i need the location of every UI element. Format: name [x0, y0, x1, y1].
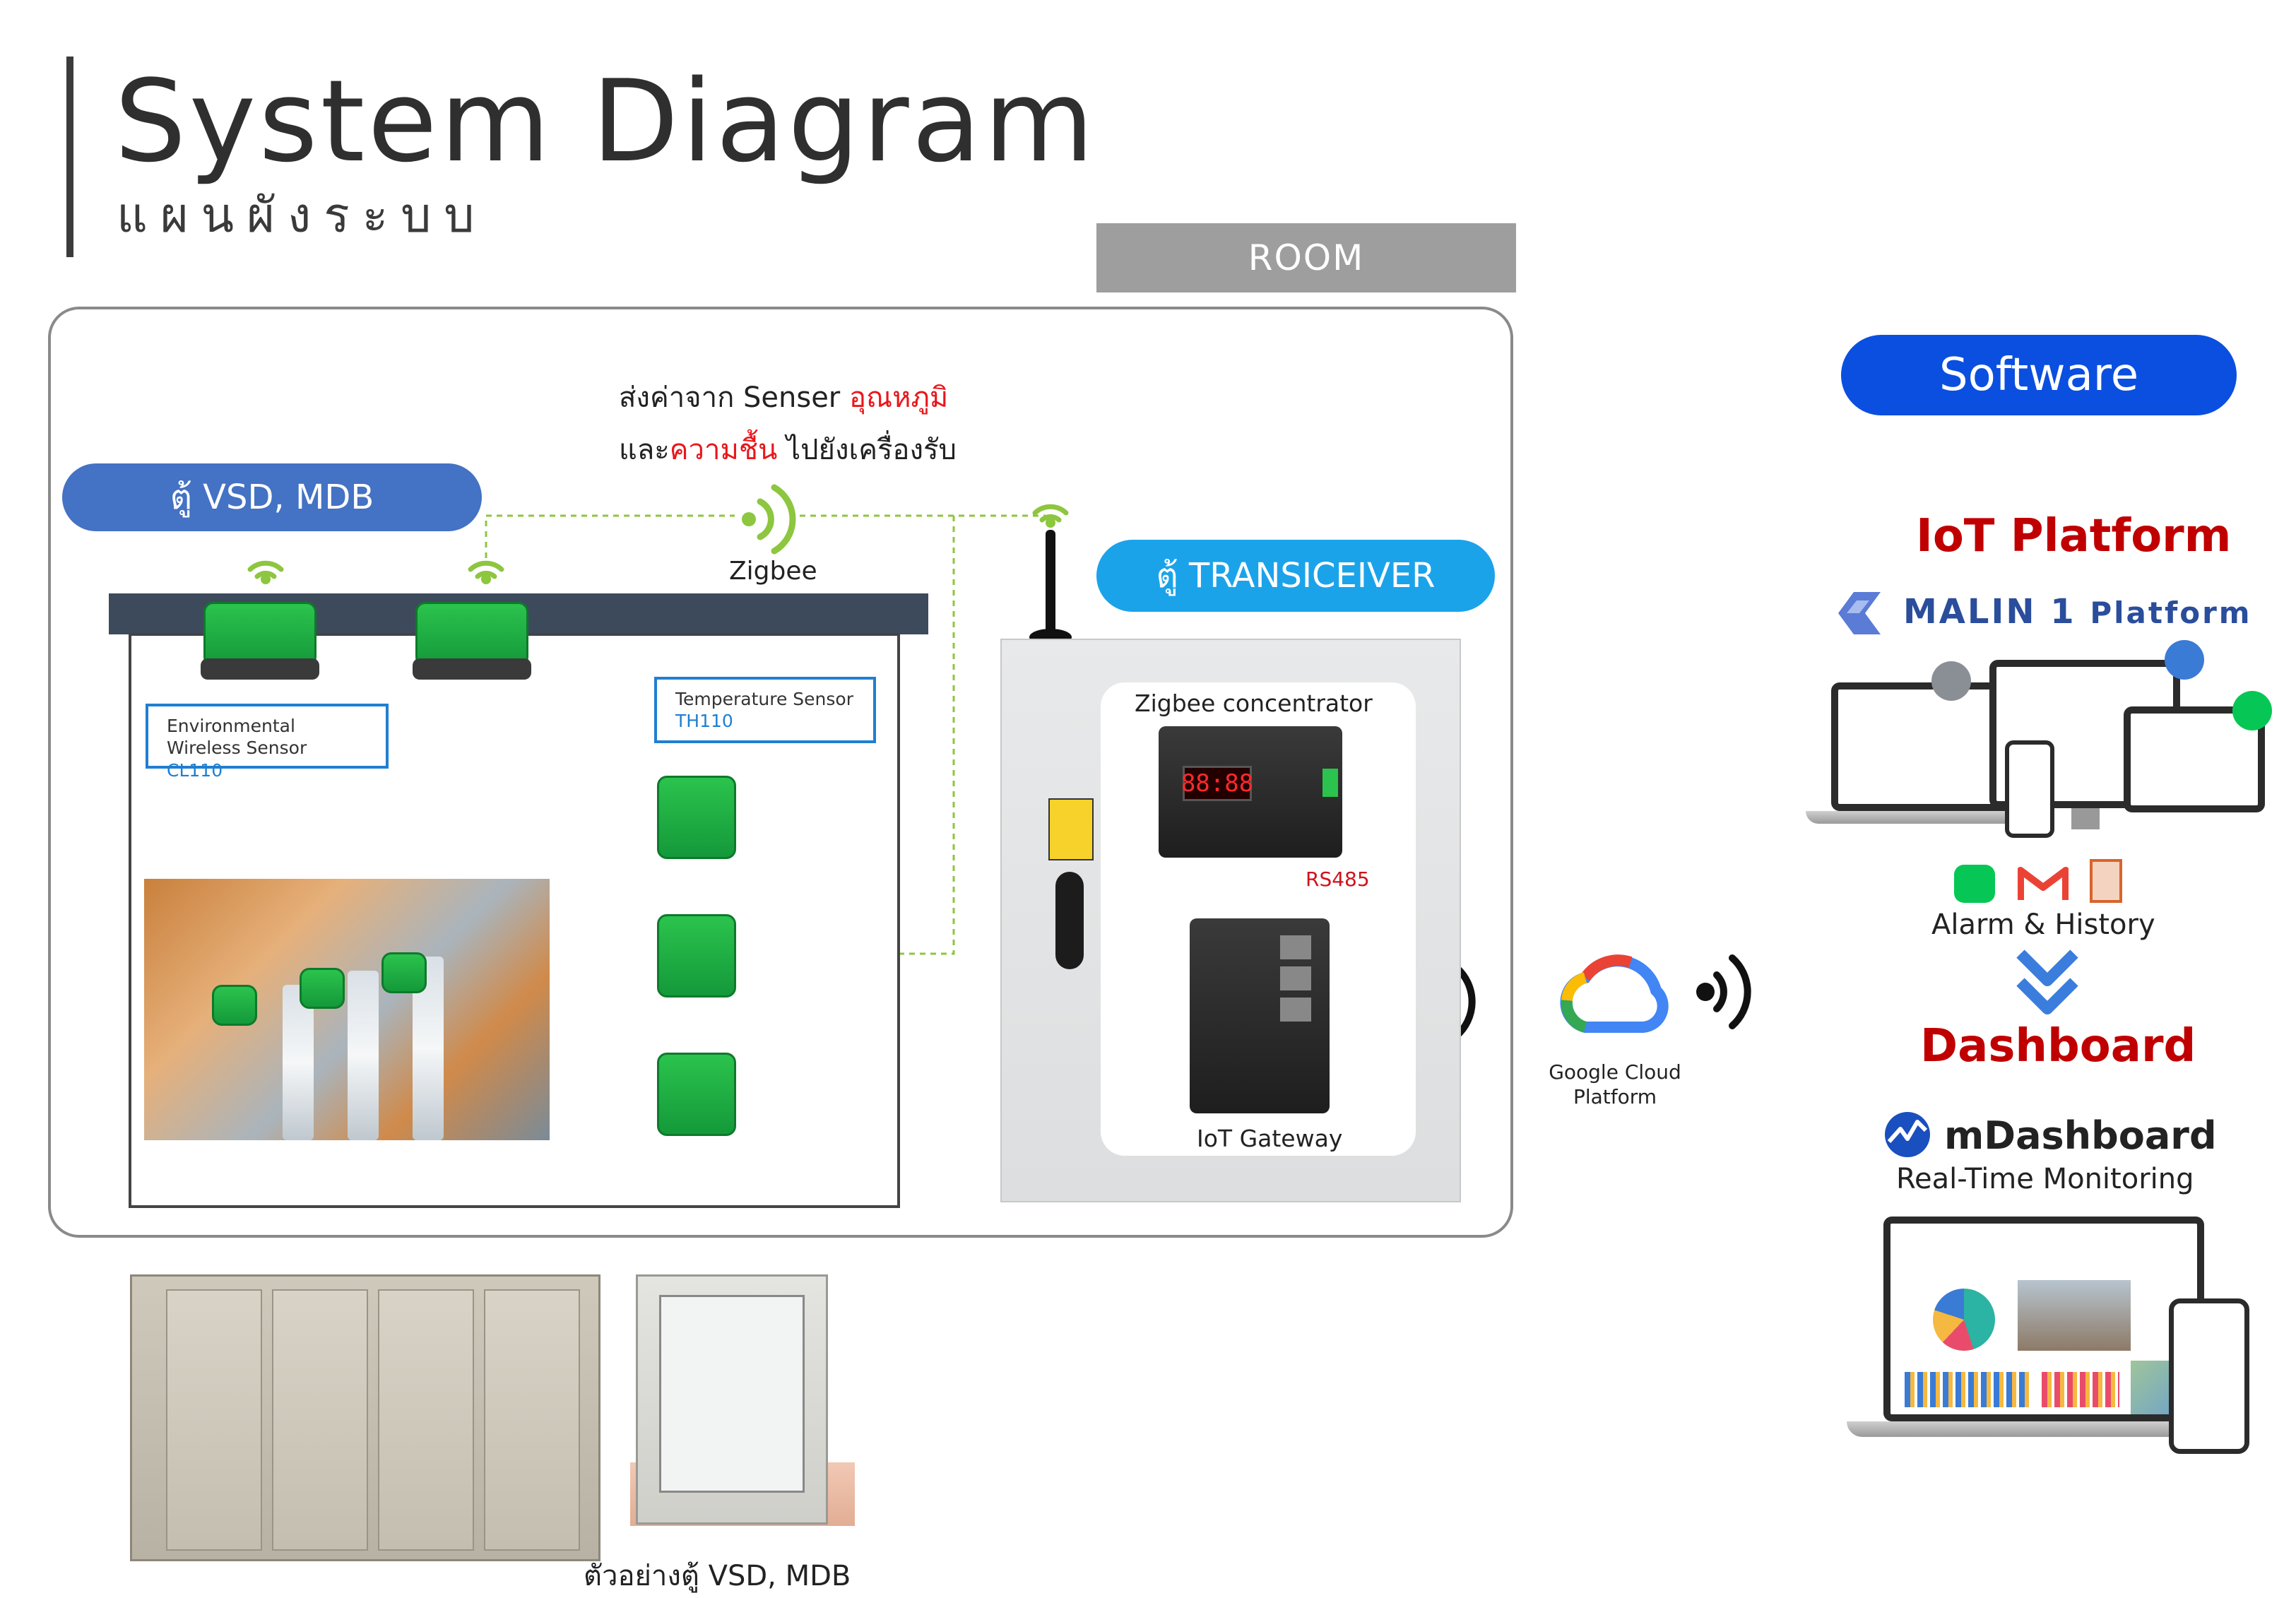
note-text: และ: [619, 434, 670, 466]
note-text: ไปยังเครื่องรับ: [777, 434, 957, 466]
wifi-icon: [1032, 504, 1069, 523]
sensor-on-busbar: [212, 985, 257, 1026]
malin-suffix: Platform: [2090, 596, 2252, 630]
page-title: System Diagram: [114, 55, 1097, 187]
line-app-icon: [1954, 865, 1995, 903]
zigbee-signal-icon: [757, 484, 796, 555]
dashboard-phone-screen: [2169, 1298, 2249, 1454]
busbar-photo: [144, 879, 550, 1140]
dashboard-laptop-screen: [1883, 1217, 2204, 1421]
label-text: Temperature Sensor: [675, 689, 854, 709]
mdb-cabinet-photo: [130, 1274, 600, 1561]
label-text-line: Wireless Sensor CL110: [167, 737, 367, 781]
settings-sliders-icon: [1931, 661, 1971, 701]
email-icon: [2165, 640, 2204, 680]
environmental-sensor-label: Environmental Wireless Sensor CL110: [146, 704, 389, 781]
status-led: [1322, 769, 1338, 797]
transceiver-pill: ตู้ TRANSICEIVER: [1096, 540, 1495, 612]
example-caption: ตัวอย่างตู้ VSD, MDB: [584, 1560, 851, 1592]
panel-door-handle[interactable]: [1055, 872, 1084, 969]
alarm-history-label: Alarm & History: [1931, 909, 2155, 941]
concentrator-display: 88:88: [1181, 766, 1253, 801]
malin-platform-logo: MALIN 1 Platform: [1903, 592, 2252, 632]
busbar: [283, 985, 314, 1140]
antenna: [1046, 530, 1055, 636]
busbar: [348, 971, 379, 1140]
dashboard-heading: Dashboard: [1920, 1020, 2196, 1072]
dashboard-laptop-base: [1847, 1421, 2242, 1437]
wifi-icon: [247, 560, 284, 579]
danger-warning-icon: [1048, 798, 1094, 860]
google-cloud-label: Google Cloud Platform: [1530, 1060, 1700, 1109]
label-text: Platform: [1573, 1085, 1657, 1108]
vsd-cabinet-photo: [636, 1274, 828, 1525]
wifi-icon: [468, 560, 504, 579]
temperature-sensor: [657, 776, 736, 859]
dashboard-bar-chart: [2042, 1372, 2119, 1407]
note-highlight-temperature: อุณหภูมิ: [848, 381, 949, 414]
cabinet-door: [378, 1289, 474, 1551]
temp-sensor-link: [742, 516, 955, 955]
dashboard-pie-chart: [1933, 1289, 1995, 1351]
wifi-dot: [261, 574, 271, 584]
zigbee-label: Zigbee: [729, 557, 817, 586]
malin-name: MALIN 1: [1903, 592, 2076, 632]
phone-screen: [2005, 740, 2054, 838]
iot-gateway: [1190, 918, 1330, 1113]
cabinet-door: [166, 1289, 262, 1551]
wifi-dot: [1046, 518, 1055, 528]
label-text: Environmental: [167, 716, 295, 736]
room-tab: ROOM: [1096, 223, 1516, 292]
note-text: ส่งค่าจาก Senser: [619, 381, 849, 414]
chevron-down-icon: [2016, 949, 2078, 1014]
clipboard-history-icon: [2090, 859, 2122, 903]
sensor-mount: [201, 658, 319, 680]
line-icon: [2232, 691, 2272, 730]
vsd-window: [659, 1295, 805, 1493]
sensor-on-busbar: [300, 968, 345, 1009]
malin-logo-icon: [1833, 586, 1886, 640]
mdashboard-logo-icon: [1882, 1109, 1933, 1160]
google-cloud-icon: [1560, 954, 1669, 1033]
note-highlight-humidity: ความชื้น: [669, 434, 778, 466]
ethernet-port: [1280, 998, 1311, 1022]
real-time-monitoring-label: Real-Time Monitoring: [1896, 1163, 2194, 1195]
label-text: Google Cloud: [1549, 1060, 1681, 1084]
sensor-model: TH110: [675, 711, 733, 732]
cabinet-door: [484, 1289, 580, 1551]
environmental-sensor: [415, 602, 528, 667]
temperature-sensor: [657, 1053, 736, 1136]
iot-gateway-label: IoT Gateway: [1197, 1125, 1343, 1152]
wifi-dot: [481, 574, 491, 584]
sensor-note-line1: ส่งค่าจาก Senser อุณหภูมิ: [619, 374, 948, 420]
vsd-mdb-pill: ตู้ VSD, MDB: [62, 463, 482, 531]
sensor-note-line2: และความชื้น ไปยังเครื่องรับ: [619, 427, 957, 472]
sensor-mount: [413, 658, 531, 680]
iot-platform-heading: IoT Platform: [1916, 510, 2232, 562]
sensor-on-busbar: [381, 952, 427, 993]
label-text: Wireless Sensor: [167, 738, 307, 759]
software-pill: Software: [1841, 335, 2237, 415]
environmental-sensor: [203, 602, 316, 667]
zigbee-concentrator-label: Zigbee concentrator: [1135, 689, 1373, 717]
sensor-model: CL110: [167, 759, 223, 781]
title-accent-bar: [66, 57, 73, 257]
rs485-label: RS485: [1306, 868, 1370, 891]
temperature-sensor: [657, 914, 736, 998]
ethernet-port: [1280, 966, 1311, 990]
cabinet-door: [272, 1289, 368, 1551]
zigbee-concentrator: 88:88: [1159, 726, 1342, 858]
page-subtitle: แผนผังระบบ: [117, 188, 487, 244]
dashboard-bar-chart: [1905, 1372, 2032, 1407]
monitor-stand: [2071, 808, 2100, 829]
temperature-sensor-label: Temperature Sensor TH110: [654, 677, 876, 743]
mdashboard-brand: mDashboard: [1944, 1113, 2217, 1158]
laptop-base: [1806, 811, 2054, 824]
zigbee-link-left: [485, 514, 735, 558]
ethernet-port: [1280, 935, 1311, 959]
gmail-icon: [2017, 865, 2069, 903]
dashboard-site-photo: [2018, 1280, 2131, 1351]
cloud-signal-icon: [1713, 954, 1751, 1029]
room-container: [48, 307, 1513, 1238]
